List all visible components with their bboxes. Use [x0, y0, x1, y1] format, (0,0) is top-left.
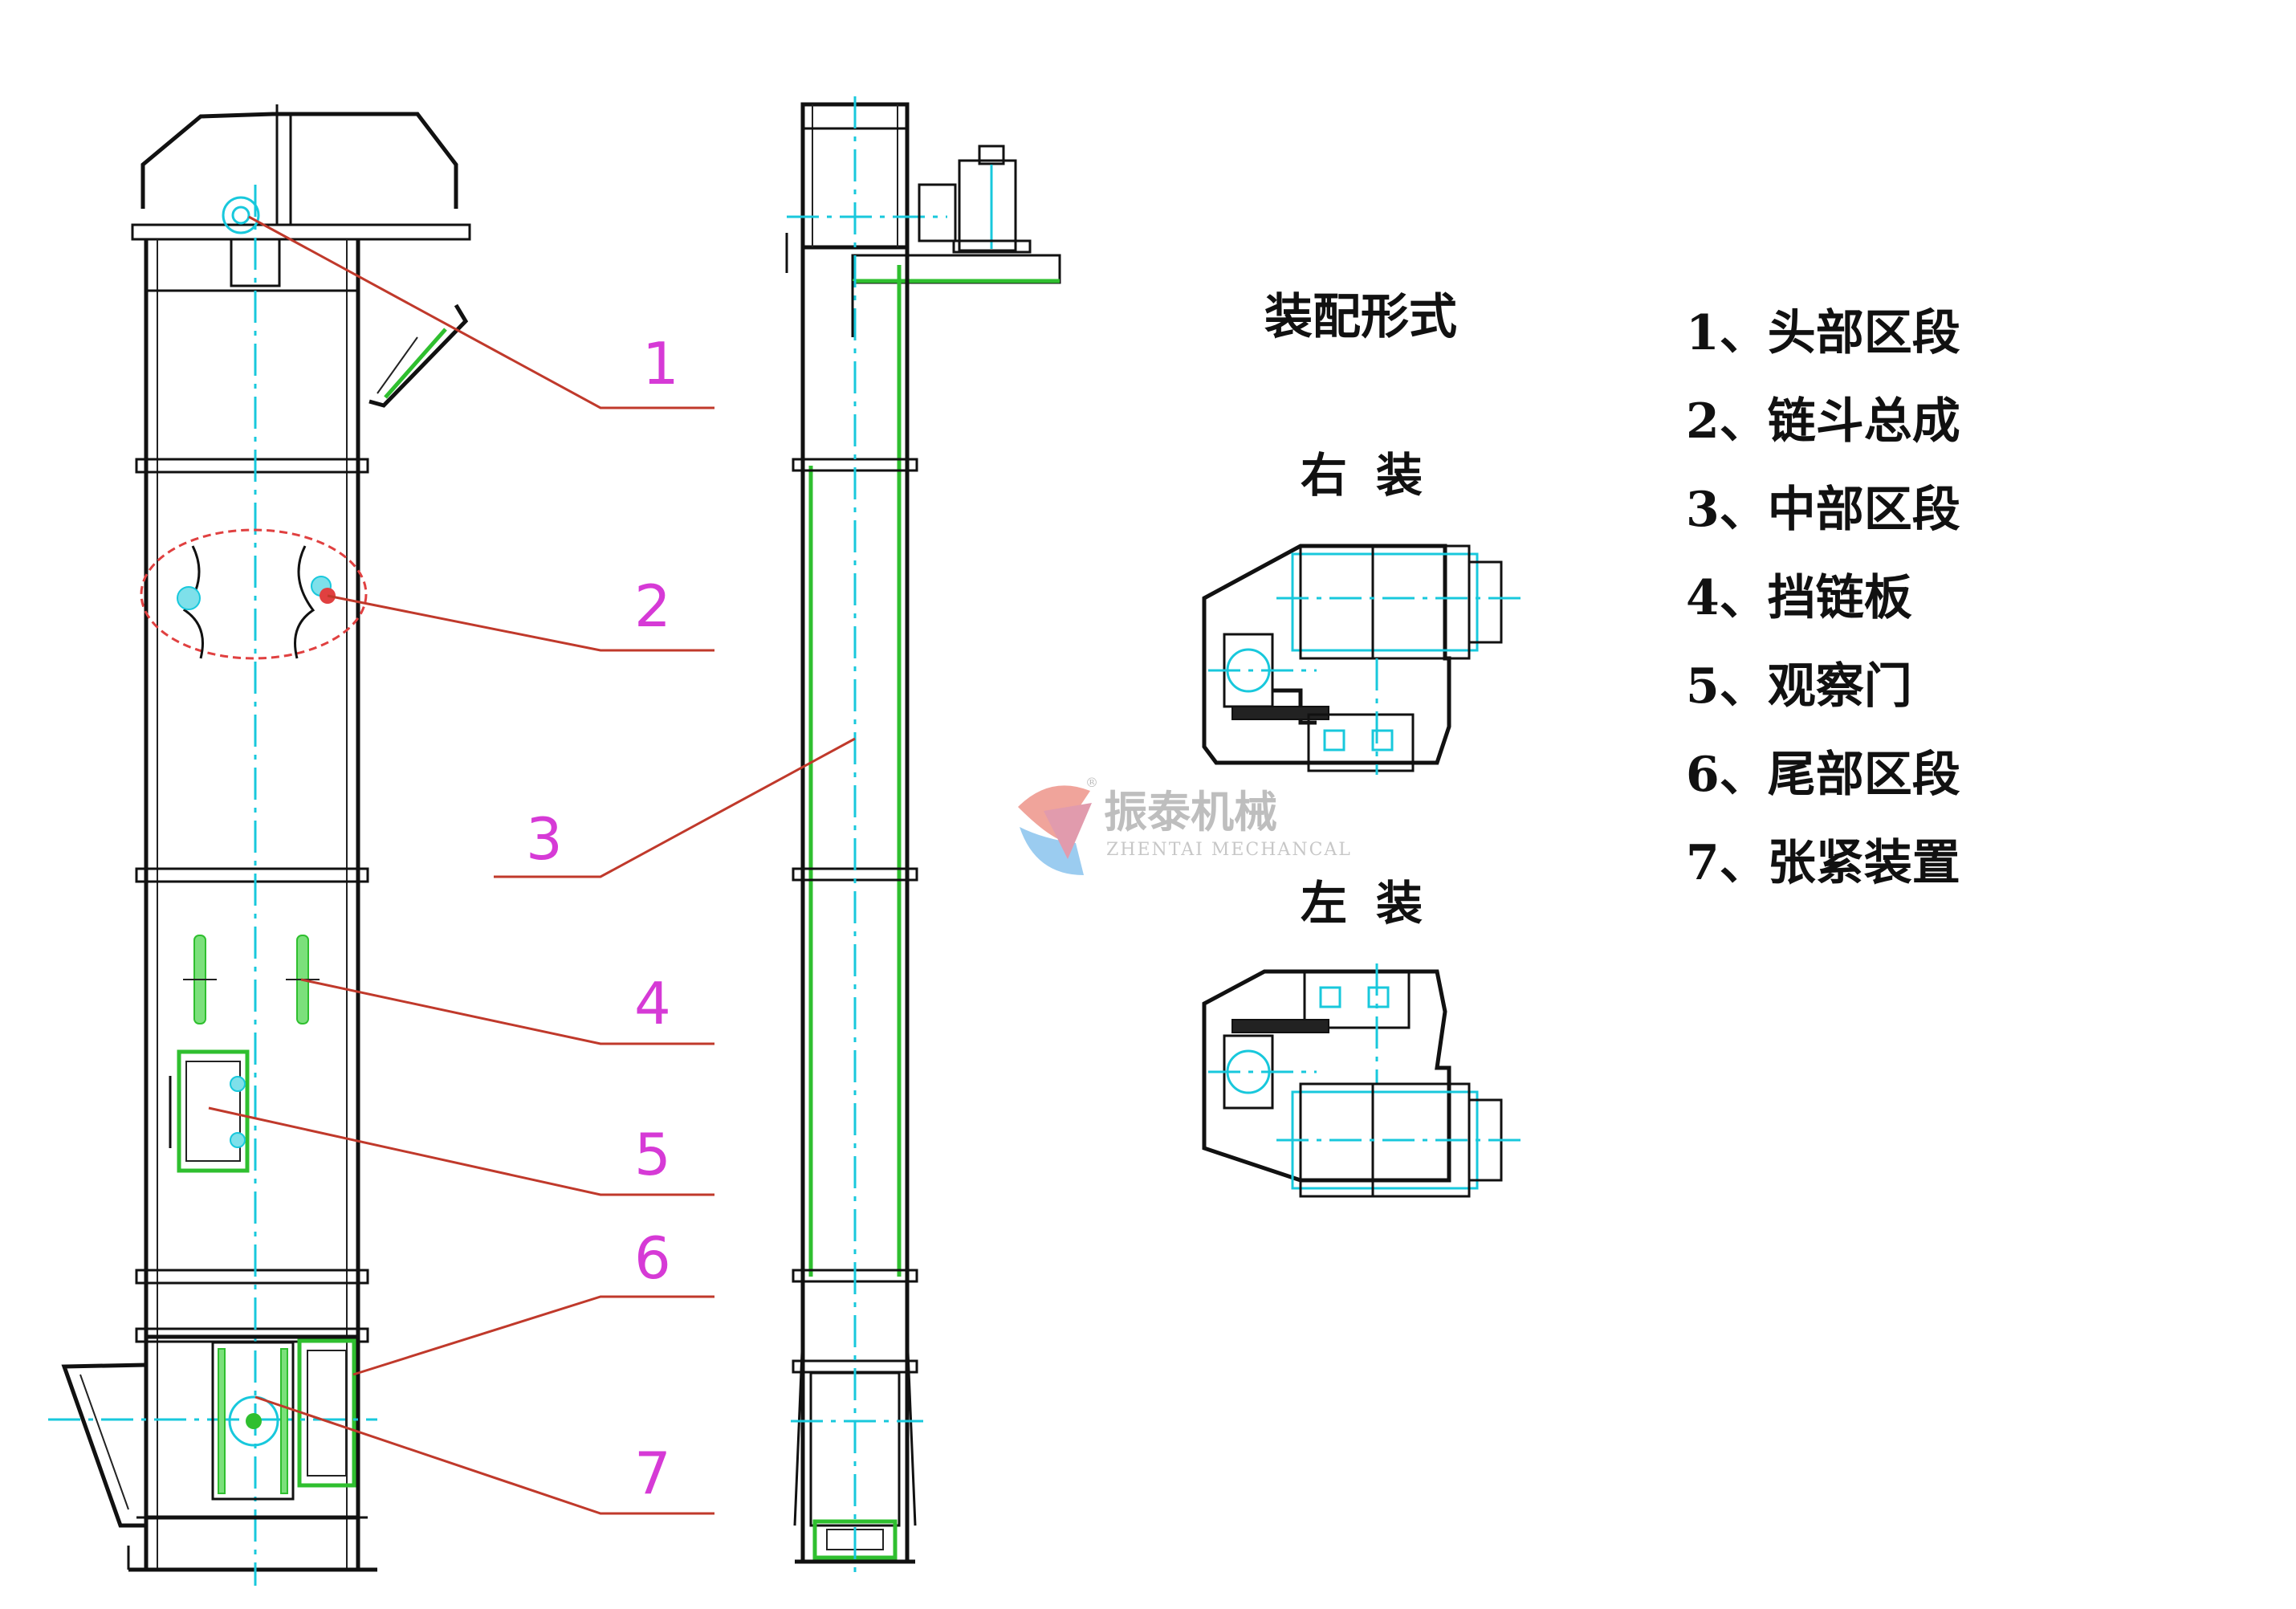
- callout-numbers: 1 2 3 4 5 6 7: [526, 330, 679, 1507]
- right-mount-label: 右装: [1301, 448, 1451, 503]
- callout-1: 1: [642, 330, 679, 397]
- mounting-heading: 装配形式: [1264, 289, 1457, 345]
- take-up-device: [211, 1341, 295, 1501]
- legend-item-7: 7、张紧装置: [1686, 835, 1960, 891]
- legend-item-5: 5、观察门: [1686, 658, 1912, 715]
- brand-watermark: ® 振泰机械 ZHENTAI MECHANCAL: [1018, 775, 1352, 875]
- legend-item-2: 2、链斗总成: [1686, 393, 1960, 450]
- callout-7: 7: [634, 1440, 671, 1507]
- callout-3: 3: [526, 805, 563, 873]
- brand-logo-icon: [1018, 785, 1092, 875]
- side-head: [785, 102, 1061, 284]
- parts-legend: 1、头部区段 2、链斗总成 3、中部区段 4、挡链板 5、观察门 6、尾部区段 …: [1686, 305, 1960, 891]
- callout-6: 6: [634, 1224, 671, 1292]
- callout-4: 4: [634, 970, 671, 1037]
- head-section: [131, 104, 471, 408]
- legend-item-1: 1、头部区段: [1686, 305, 1960, 361]
- brand-name-en: ZHENTAI MECHANCAL: [1106, 840, 1352, 860]
- leader-lines: [208, 215, 856, 1515]
- side-tail: [791, 1332, 923, 1560]
- legend-item-6: 6、尾部区段: [1686, 747, 1960, 803]
- front-view: [48, 104, 471, 1586]
- callout-2: 2: [634, 572, 671, 640]
- right-mount-plan: [1202, 544, 1525, 775]
- left-mount-plan: [1202, 963, 1525, 1198]
- inspection-door: [169, 1049, 250, 1173]
- left-mount-label: 左装: [1301, 876, 1451, 931]
- chain-guide-plate: [183, 935, 320, 1024]
- callout-5: 5: [634, 1121, 671, 1188]
- brand-name: 振泰机械: [1104, 786, 1277, 837]
- side-view: [785, 96, 1061, 1574]
- legend-item-4: 4、挡链板: [1686, 570, 1912, 626]
- legend-item-3: 3、中部区段: [1686, 482, 1960, 538]
- casing: [128, 239, 377, 1572]
- chain-bucket-assembly: [140, 528, 368, 660]
- brand-registered: ®: [1085, 775, 1098, 790]
